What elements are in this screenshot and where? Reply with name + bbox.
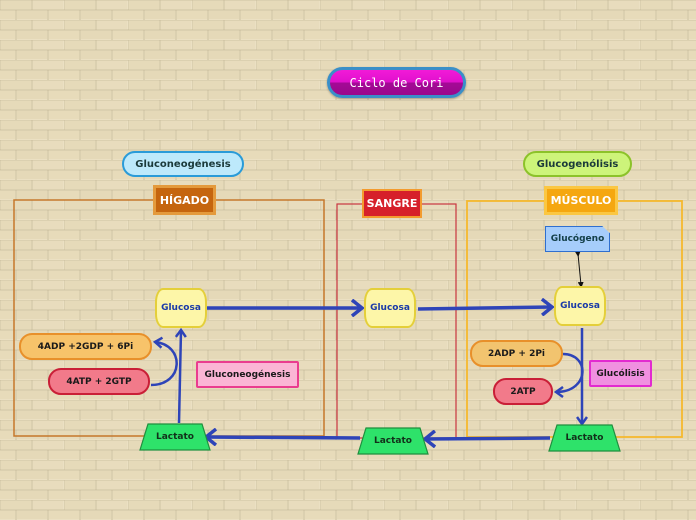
arrow-lactato-musculo-to-sangre — [425, 438, 551, 439]
gluconeogenesis-tag: Gluconeogénesis — [196, 361, 299, 388]
energy-4adp-node: 4ADP +2GDP + 6Pi — [19, 333, 152, 360]
energy-2atp-node: 2ATP — [493, 378, 553, 405]
lactato-higado-label: Lactato — [155, 432, 194, 442]
trapezoid-shape — [548, 424, 621, 452]
arrow-lactato-sangre-to-higado — [206, 437, 361, 438]
energy-2adp-node: 2ADP + 2Pi — [470, 340, 563, 367]
higado-header: HÍGADO — [153, 185, 216, 215]
glucolisis-tag: Glucólisis — [589, 360, 652, 387]
lactato-sangre-node: Lactato — [357, 427, 429, 455]
arrow-glucogeno-glucosa — [574, 250, 584, 288]
arrow-lactato-to-glucosa-higado — [179, 330, 181, 424]
diagram-title: Ciclo de Cori — [327, 67, 466, 98]
higado-process-label: Gluconeogénesis — [122, 151, 244, 177]
lactato-sangre-label: Lactato — [373, 436, 412, 446]
energy-4atp-node: 4ATP + 2GTP — [48, 368, 150, 395]
glucosa-sangre-node: Glucosa — [364, 288, 416, 328]
lactato-higado-node: Lactato — [139, 423, 211, 451]
musculo-header: MÚSCULO — [544, 186, 618, 215]
sangre-header: SANGRE — [362, 189, 422, 218]
arrow-2adp-to-2atp — [556, 352, 584, 392]
arrow-glucosa-sangre-to-musculo — [417, 307, 552, 309]
trapezoid-shape — [357, 427, 429, 455]
lactato-musculo-label: Lactato — [565, 433, 604, 443]
glucogeno-node: Glucógeno — [545, 226, 610, 252]
arrow-4atp-to-4adp — [150, 342, 178, 387]
lactato-musculo-node: Lactato — [548, 424, 621, 452]
glucosa-higado-node: Glucosa — [155, 288, 207, 328]
musculo-process-label: Glucogenólisis — [523, 151, 632, 177]
glucosa-musculo-node: Glucosa — [554, 286, 606, 326]
trapezoid-shape — [139, 423, 211, 451]
